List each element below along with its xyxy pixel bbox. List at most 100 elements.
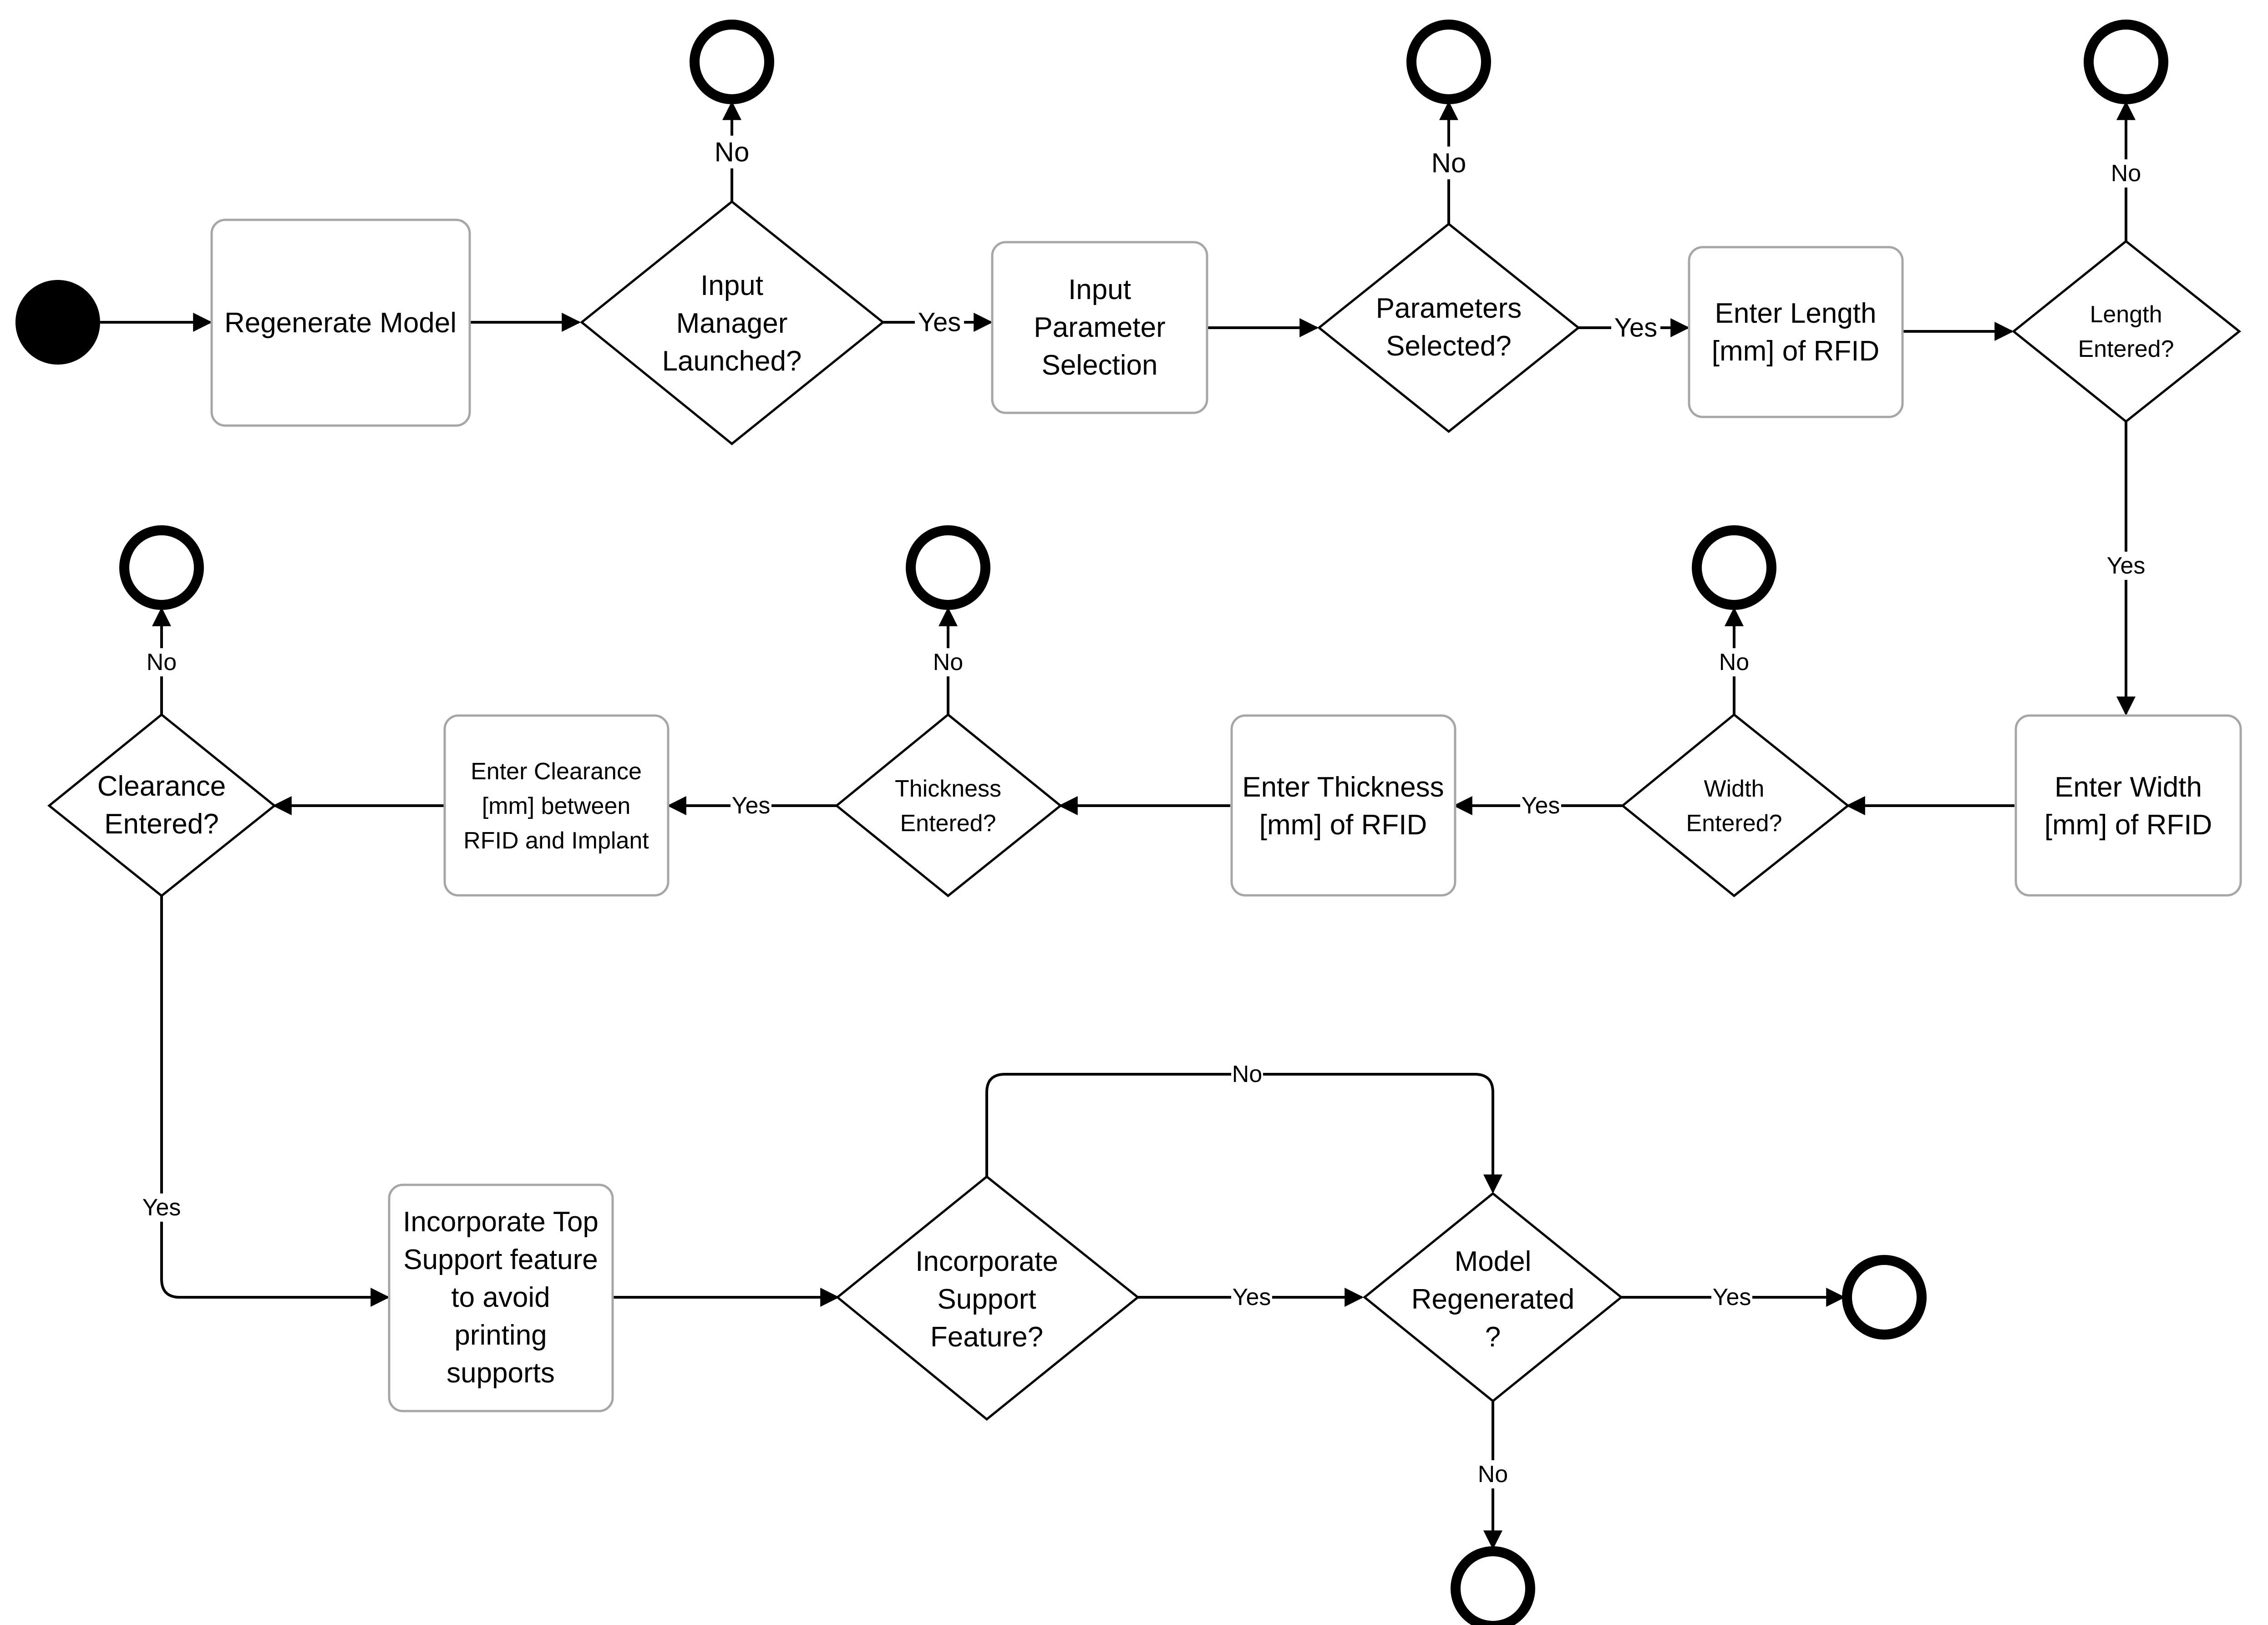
node-line: Enter Width (2055, 772, 2202, 803)
end-node-clearance-entered (119, 525, 204, 610)
svg-text:No: No (1719, 649, 1749, 675)
node-line: [mm] of RFID (2045, 809, 2212, 841)
end-node-width-entered (1692, 525, 1776, 610)
node-line: Selection (1041, 350, 1157, 381)
edge-label-input-manager-no: No (714, 136, 750, 168)
svg-text:Yes: Yes (732, 792, 771, 819)
enter-thickness-box: Enter Thickness [mm] of RFID (1230, 714, 1456, 897)
regenerate-model-box: Regenerate Model (210, 218, 471, 427)
node-line: Support feature (403, 1244, 598, 1275)
svg-text:Enter Thickness[mm] of RFID: Enter Thickness [mm] of RFID (1242, 772, 1444, 841)
end-node-model-regenerated-no (1451, 1546, 1535, 1625)
edge-label-model-regenerated-no: No (1477, 1460, 1509, 1488)
end-node-thickness-entered (906, 525, 990, 610)
edge-label-clearance-entered-yes: Yes (141, 1193, 182, 1222)
start-node (15, 280, 100, 365)
node-line: [mm] between (482, 793, 631, 819)
svg-text:No: No (1431, 148, 1466, 178)
node-line: Regenerate Model (224, 307, 457, 339)
node-line: Enter Length (1715, 298, 1876, 329)
svg-text:Yes: Yes (1614, 313, 1658, 343)
node-line: [mm] of RFID (1259, 809, 1427, 841)
edge-labels: No Yes No Yes No Yes No Yes No Yes No Ye… (141, 136, 2146, 1488)
node-line: Entered? (1686, 810, 1782, 837)
node-line: Parameters (1376, 293, 1522, 324)
node-line: Enter Thickness (1242, 772, 1444, 803)
edge-label-parameters-selected-no: No (1431, 147, 1467, 179)
svg-text:No: No (933, 649, 963, 675)
edge-label-incorporate-support-yes: Yes (1231, 1284, 1272, 1311)
svg-text:No: No (1478, 1461, 1508, 1488)
node-line: Clearance (97, 771, 226, 802)
end-node-input-manager (690, 20, 774, 104)
edge-label-model-regenerated-yes: Yes (1711, 1284, 1752, 1311)
node-line: ? (1485, 1321, 1501, 1353)
node-line: Entered? (2078, 336, 2174, 362)
svg-text:Yes: Yes (1522, 792, 1560, 819)
node-line: [mm] of RFID (1712, 335, 1880, 367)
svg-text:No: No (147, 649, 177, 675)
node-line: RFID and Implant (463, 828, 649, 854)
edge-label-clearance-entered-no: No (146, 648, 178, 676)
svg-text:Regenerate Model: Regenerate Model (224, 307, 457, 339)
node-line: Thickness (895, 776, 1001, 802)
end-node-parameters-selected (1406, 20, 1491, 104)
svg-text:Yes: Yes (1713, 1284, 1751, 1310)
edge-label-width-entered-yes: Yes (1520, 792, 1561, 819)
node-line: Parameter (1034, 312, 1165, 343)
node-line: Width (1704, 776, 1765, 802)
node-line: to avoid (451, 1282, 550, 1313)
svg-text:No: No (715, 137, 750, 168)
svg-text:Yes: Yes (1233, 1284, 1271, 1310)
svg-text:Yes: Yes (142, 1194, 181, 1221)
edge-label-parameters-selected-yes: Yes (1611, 313, 1660, 343)
svg-text:No: No (1232, 1061, 1262, 1087)
edge-label-length-entered-yes: Yes (2106, 552, 2146, 580)
node-line: Incorporate (915, 1246, 1058, 1277)
edge-label-width-entered-no: No (1718, 648, 1750, 676)
end-node-model-regenerated-yes (1842, 1255, 1927, 1340)
node-line: Manager (676, 308, 788, 339)
svg-text:Enter Width[mm] of RFID: Enter Width [mm] of RFID (2045, 772, 2212, 841)
node-line: Regenerated (1411, 1284, 1575, 1315)
node-line: printing (454, 1320, 547, 1351)
node-line: Launched? (662, 345, 802, 377)
svg-text:Yes: Yes (2107, 553, 2146, 579)
edge-label-length-entered-no: No (2110, 159, 2142, 188)
svg-text:Enter Length[mm] of RFID: Enter Length [mm] of RFID (1712, 298, 1880, 367)
node-line: Entered? (900, 810, 996, 837)
node-line: Model (1455, 1246, 1532, 1277)
edge-clearance-entered-yes (160, 896, 390, 1307)
node-line: Incorporate Top (403, 1206, 599, 1238)
node-line: Feature? (930, 1321, 1043, 1353)
end-node-length-entered (2084, 20, 2168, 104)
edge-label-incorporate-support-no: No (1231, 1061, 1263, 1088)
edge-label-thickness-entered-yes: Yes (731, 792, 771, 819)
node-line: Input (700, 270, 763, 301)
enter-width-box: Enter Width [mm] of RFID (2014, 714, 2242, 897)
enter-length-box: Enter Length [mm] of RFID (1688, 246, 1904, 418)
edge-label-thickness-entered-no: No (932, 648, 964, 676)
node-line: Entered? (104, 808, 219, 840)
edge-label-input-manager-yes: Yes (915, 308, 964, 337)
terminal-nodes (15, 20, 2168, 1625)
